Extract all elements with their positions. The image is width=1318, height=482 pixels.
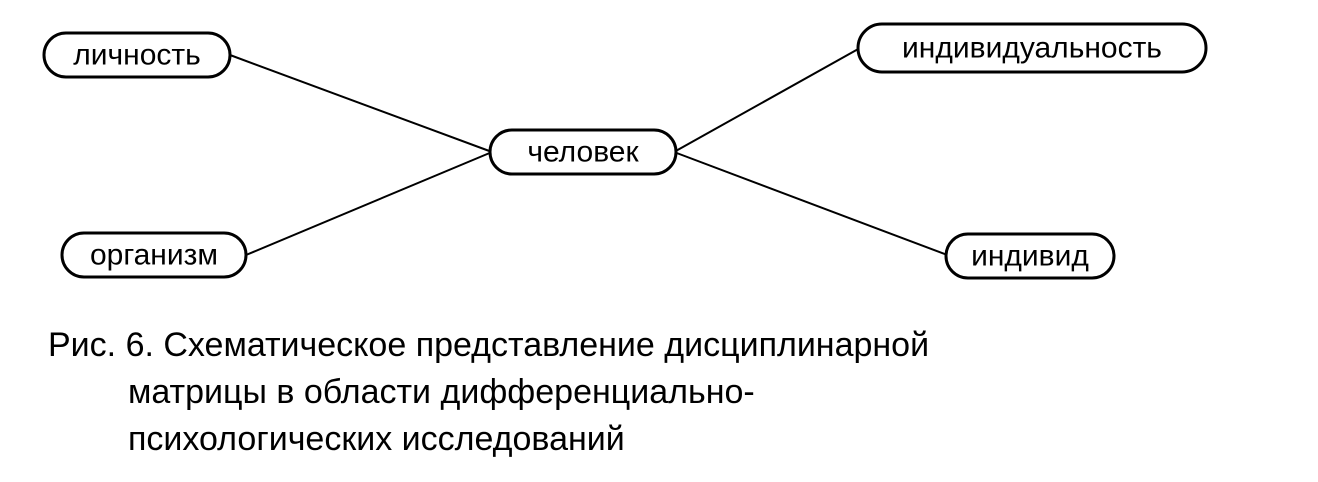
edge-person-personality xyxy=(229,54,493,153)
node-label-individuality: индивидуальность xyxy=(902,32,1162,65)
node-label-individual: индивид xyxy=(971,240,1089,273)
node-label-organism: организм xyxy=(90,239,218,272)
caption-line-1: Рис. 6. Схематическое представление дисц… xyxy=(48,326,930,364)
edges xyxy=(229,47,951,257)
caption-line-3: психологических исследований xyxy=(128,420,625,458)
node-label-person: человек xyxy=(527,136,639,169)
node-person: человек xyxy=(488,128,678,176)
figure-caption: Рис. 6. Схематическое представление дисц… xyxy=(48,322,1248,463)
node-organism: организм xyxy=(60,231,248,279)
node-label-personality: личность xyxy=(73,39,201,72)
caption-line-2: матрицы в области дифференциально- xyxy=(128,373,755,411)
edge-person-individual xyxy=(673,151,951,257)
node-individuality: индивидуальность xyxy=(856,22,1208,74)
concept-diagram: личность организм человек индивидуальнос… xyxy=(42,22,1208,280)
edge-person-organism xyxy=(245,151,493,256)
node-personality: личность xyxy=(42,31,232,79)
edge-person-individuality xyxy=(673,47,861,153)
node-individual: индивид xyxy=(944,232,1116,280)
